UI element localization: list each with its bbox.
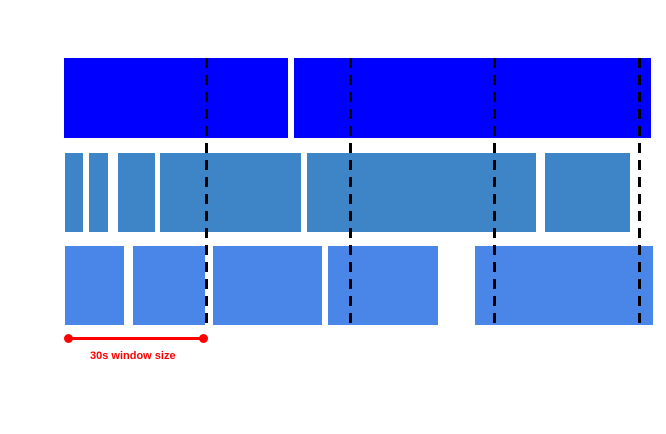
stream-1-event-bar	[64, 58, 288, 138]
stream-2-event-bar	[160, 153, 301, 232]
stream-2-event-bar	[89, 153, 108, 232]
stream-2-event-bar	[118, 153, 155, 232]
stream-3-event-bar	[133, 246, 205, 325]
window-size-arrow	[68, 337, 203, 340]
stream-3-event-bar	[213, 246, 322, 325]
stream-2-event-bar	[307, 153, 536, 232]
window-boundary-dashed-line	[349, 58, 352, 326]
stream-3-event-bar	[328, 246, 438, 325]
stream-3-event-bar	[475, 246, 653, 325]
window-size-label: 30s window size	[90, 350, 176, 362]
arrow-endpoint-left-icon	[64, 334, 73, 343]
stream-1-event-bar	[294, 58, 651, 138]
stream-2-event-bar	[545, 153, 630, 232]
stream-3-event-bar	[65, 246, 124, 325]
window-boundary-dashed-line	[493, 58, 496, 326]
window-boundary-dashed-line	[638, 58, 641, 326]
window-boundary-dashed-line	[205, 58, 208, 326]
arrow-endpoint-right-icon	[199, 334, 208, 343]
stream-2-event-bar	[65, 153, 83, 232]
